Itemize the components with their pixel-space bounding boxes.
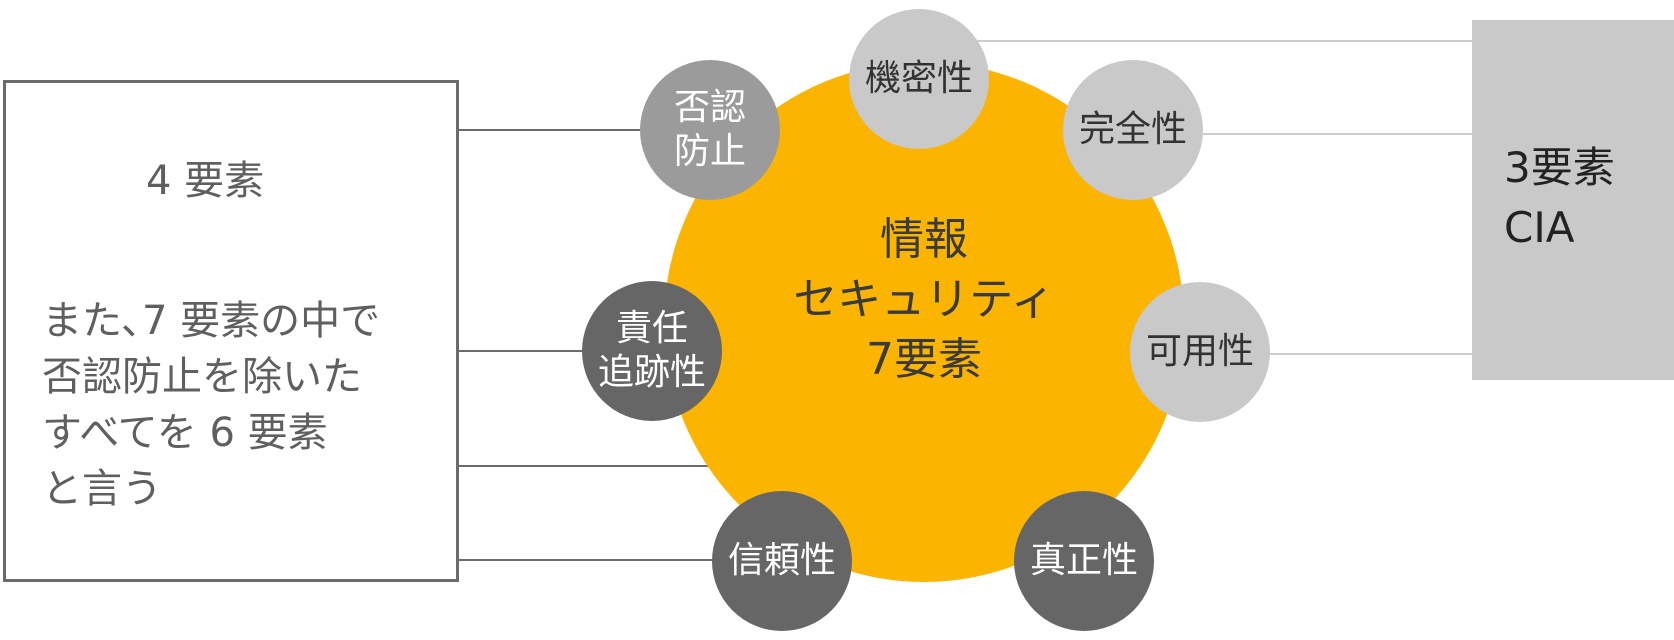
center-label: 情報 セキュリティ 7要素 xyxy=(793,214,1055,385)
node-authenticity: 真正性 xyxy=(1014,491,1154,631)
cia-box: 3要素 CIA xyxy=(1472,20,1674,380)
node-accountability: 責任 追跡性 xyxy=(582,281,722,421)
cia-label: 3要素 CIA xyxy=(1504,143,1615,252)
four-elements-box: 4 要素 また､7 要素の中で 否認防止を除いた すべてを 6 要素 と言う xyxy=(3,80,459,582)
node-confidentiality: 機密性 xyxy=(849,9,989,149)
four-elements-title: 4 要素 xyxy=(146,158,265,204)
node-reliability: 信頼性 xyxy=(712,491,852,631)
four-elements-note: また､7 要素の中で 否認防止を除いた すべてを 6 要素 と言う xyxy=(42,298,381,512)
node-non-repudiation: 否認 防止 xyxy=(640,60,780,200)
node-availability: 可用性 xyxy=(1130,282,1270,422)
node-integrity: 完全性 xyxy=(1063,60,1203,200)
